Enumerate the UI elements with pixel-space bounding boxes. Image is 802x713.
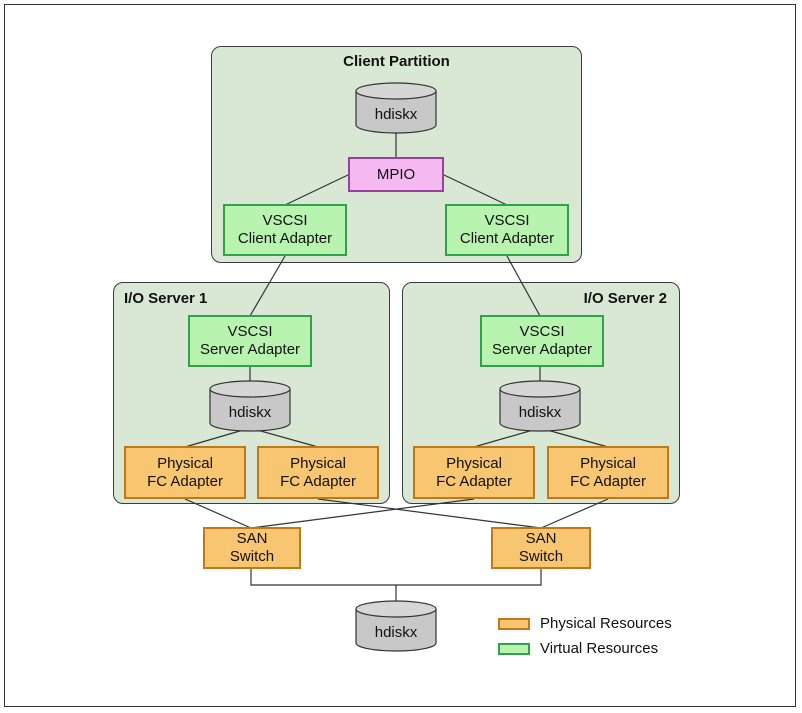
san-switch-2: SAN Switch — [491, 527, 591, 569]
server-adapter-1-line1: VSCSI — [227, 323, 273, 340]
line-fc2-san2 — [317, 498, 542, 529]
line-mpio-client-adapter-1 — [284, 173, 351, 206]
fc-adapter-2: Physical FC Adapter — [257, 446, 379, 499]
legend-virtual-swatch — [498, 643, 530, 655]
client-adapter-2-line2: Client Adapter — [459, 230, 555, 247]
client-adapter-1-line2: Client Adapter — [237, 230, 333, 247]
fc-adapter-2-line2: FC Adapter — [280, 472, 356, 490]
legend-physical-swatch — [498, 618, 530, 630]
disk-label: hdiskx — [374, 624, 418, 641]
server-adapter-1: VSCSI Server Adapter — [188, 315, 312, 367]
diagram-frame — [4, 4, 796, 707]
line-client-server-2 — [506, 255, 541, 317]
client-adapter-2: VSCSI Client Adapter — [445, 204, 569, 256]
server-adapter-2: VSCSI Server Adapter — [480, 315, 604, 367]
line-mpio-client-adapter-2 — [441, 173, 508, 206]
storage-disk: hdiskx — [355, 600, 437, 652]
san-switch-2-line2: Switch — [518, 548, 564, 565]
client-adapter-2-line1: VSCSI — [484, 212, 530, 229]
fc-adapter-4: Physical FC Adapter — [547, 446, 669, 499]
legend-virtual-label: Virtual Resources — [540, 640, 659, 657]
client-disk: hdiskx — [355, 82, 437, 134]
disk-label: hdiskx — [228, 404, 272, 421]
disk-label: hdiskx — [518, 404, 562, 421]
line-fc1-san1 — [184, 498, 252, 529]
client-adapter-1-line1: VSCSI — [262, 212, 308, 229]
san-switch-2-line1: SAN — [525, 530, 557, 547]
mpio-label: MPIO — [376, 165, 416, 183]
fc-adapter-3-line2: FC Adapter — [436, 472, 512, 490]
io-server-2-disk: hdiskx — [499, 380, 581, 432]
fc-adapter-3: Physical FC Adapter — [413, 446, 535, 499]
fc-adapter-4-line1: Physical — [580, 454, 636, 472]
legend-physical-label: Physical Resources — [540, 615, 672, 632]
disk-icon — [355, 600, 437, 652]
line-fc3-san1 — [250, 498, 475, 529]
client-partition-title: Client Partition — [343, 53, 450, 70]
disk-icon — [499, 380, 581, 432]
fc-adapter-1-line1: Physical — [157, 454, 213, 472]
line-fc4-san2 — [540, 498, 609, 529]
mpio-box: MPIO — [348, 157, 444, 192]
san-switch-1: SAN Switch — [203, 527, 301, 569]
san-switch-1-line1: SAN — [236, 530, 268, 547]
fc-adapter-4-line2: FC Adapter — [570, 472, 646, 490]
fc-adapter-3-line1: Physical — [446, 454, 502, 472]
disk-icon — [355, 82, 437, 134]
disk-label: hdiskx — [374, 106, 418, 123]
server-adapter-1-line2: Server Adapter — [199, 341, 301, 358]
disk-icon — [209, 380, 291, 432]
io-server-2-title: I/O Server 2 — [583, 290, 667, 307]
io-server-1-title: I/O Server 1 — [124, 290, 208, 307]
san-switch-1-line2: Switch — [229, 548, 275, 565]
server-adapter-2-line1: VSCSI — [519, 323, 565, 340]
client-adapter-1: VSCSI Client Adapter — [223, 204, 347, 256]
io-server-1-disk: hdiskx — [209, 380, 291, 432]
line-san-bus — [250, 568, 542, 586]
line-client-server-1 — [249, 255, 286, 317]
fc-adapter-1: Physical FC Adapter — [124, 446, 246, 499]
fc-adapter-2-line1: Physical — [290, 454, 346, 472]
fc-adapter-1-line2: FC Adapter — [147, 472, 223, 490]
server-adapter-2-line2: Server Adapter — [491, 341, 593, 358]
